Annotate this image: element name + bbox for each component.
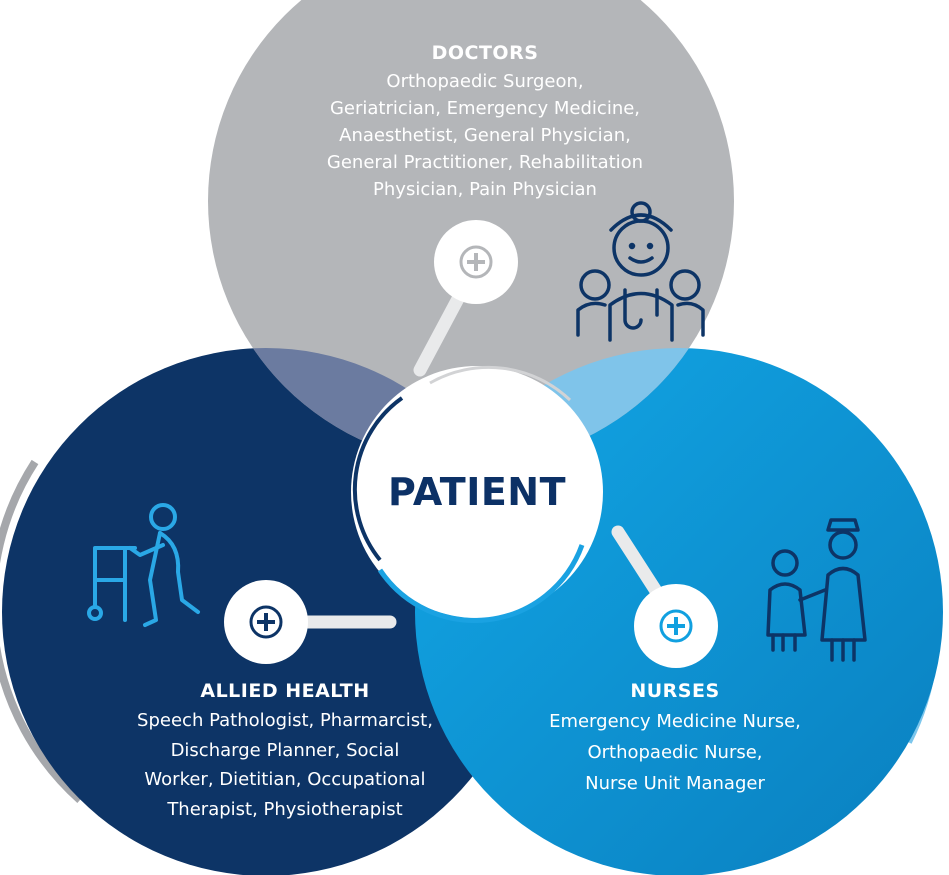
nurses-heading: NURSES: [630, 680, 720, 702]
allied-health-text-block: ALLIED HEALTH Speech Pathologist, Pharma…: [95, 680, 475, 824]
doctors-line: General Practitioner, Rehabilitation: [326, 152, 644, 173]
doctors-list: Orthopaedic Surgeon, Geriatrician, Emerg…: [285, 68, 685, 203]
doctors-line: Orthopaedic Surgeon,: [386, 71, 584, 92]
doctors-text-block: DOCTORS Orthopaedic Surgeon, Geriatricia…: [285, 42, 685, 203]
nurses-plus-icon[interactable]: [634, 584, 718, 668]
allied-health-line: Discharge Planner, Social: [170, 739, 400, 761]
allied-health-heading: ALLIED HEALTH: [200, 680, 370, 702]
nurses-text-block: NURSES Emergency Medicine Nurse, Orthopa…: [510, 680, 840, 799]
nurse-with-patient-icon: [766, 518, 867, 662]
nurses-line: Orthopaedic Nurse,: [587, 742, 763, 763]
allied-decor-arc: [0, 459, 83, 803]
allied-health-line: Therapist, Physiotherapist: [167, 798, 403, 820]
patient-circle-dark-arc: [352, 396, 404, 562]
patient-circle-grey-arc: [429, 365, 572, 402]
nurses-list: Emergency Medicine Nurse, Orthopaedic Nu…: [510, 706, 840, 799]
walker-icon: [87, 503, 200, 627]
nurses-line: Emergency Medicine Nurse,: [549, 711, 801, 732]
doctors-line: Anaesthetist, General Physician,: [339, 125, 631, 146]
patient-circle-blue-arc: [377, 544, 585, 624]
doctors-plus-icon[interactable]: [434, 220, 518, 304]
allied-plus-icon[interactable]: [224, 580, 308, 664]
allied-health-list: Speech Pathologist, Pharmarcist, Dischar…: [95, 706, 475, 824]
doctors-line: Geriatrician, Emergency Medicine,: [329, 98, 641, 119]
doctors-line: Physician, Pain Physician: [373, 179, 597, 200]
allied-health-line: Speech Pathologist, Pharmarcist,: [137, 710, 433, 731]
nurses-line: Nurse Unit Manager: [585, 773, 765, 794]
allied-health-line: Worker, Dietitian, Occupational: [144, 769, 426, 790]
doctors-group-icon: [576, 201, 705, 342]
doctors-heading: DOCTORS: [431, 42, 539, 64]
patient-label: PATIENT: [387, 470, 567, 514]
patient-circle: [351, 366, 603, 618]
